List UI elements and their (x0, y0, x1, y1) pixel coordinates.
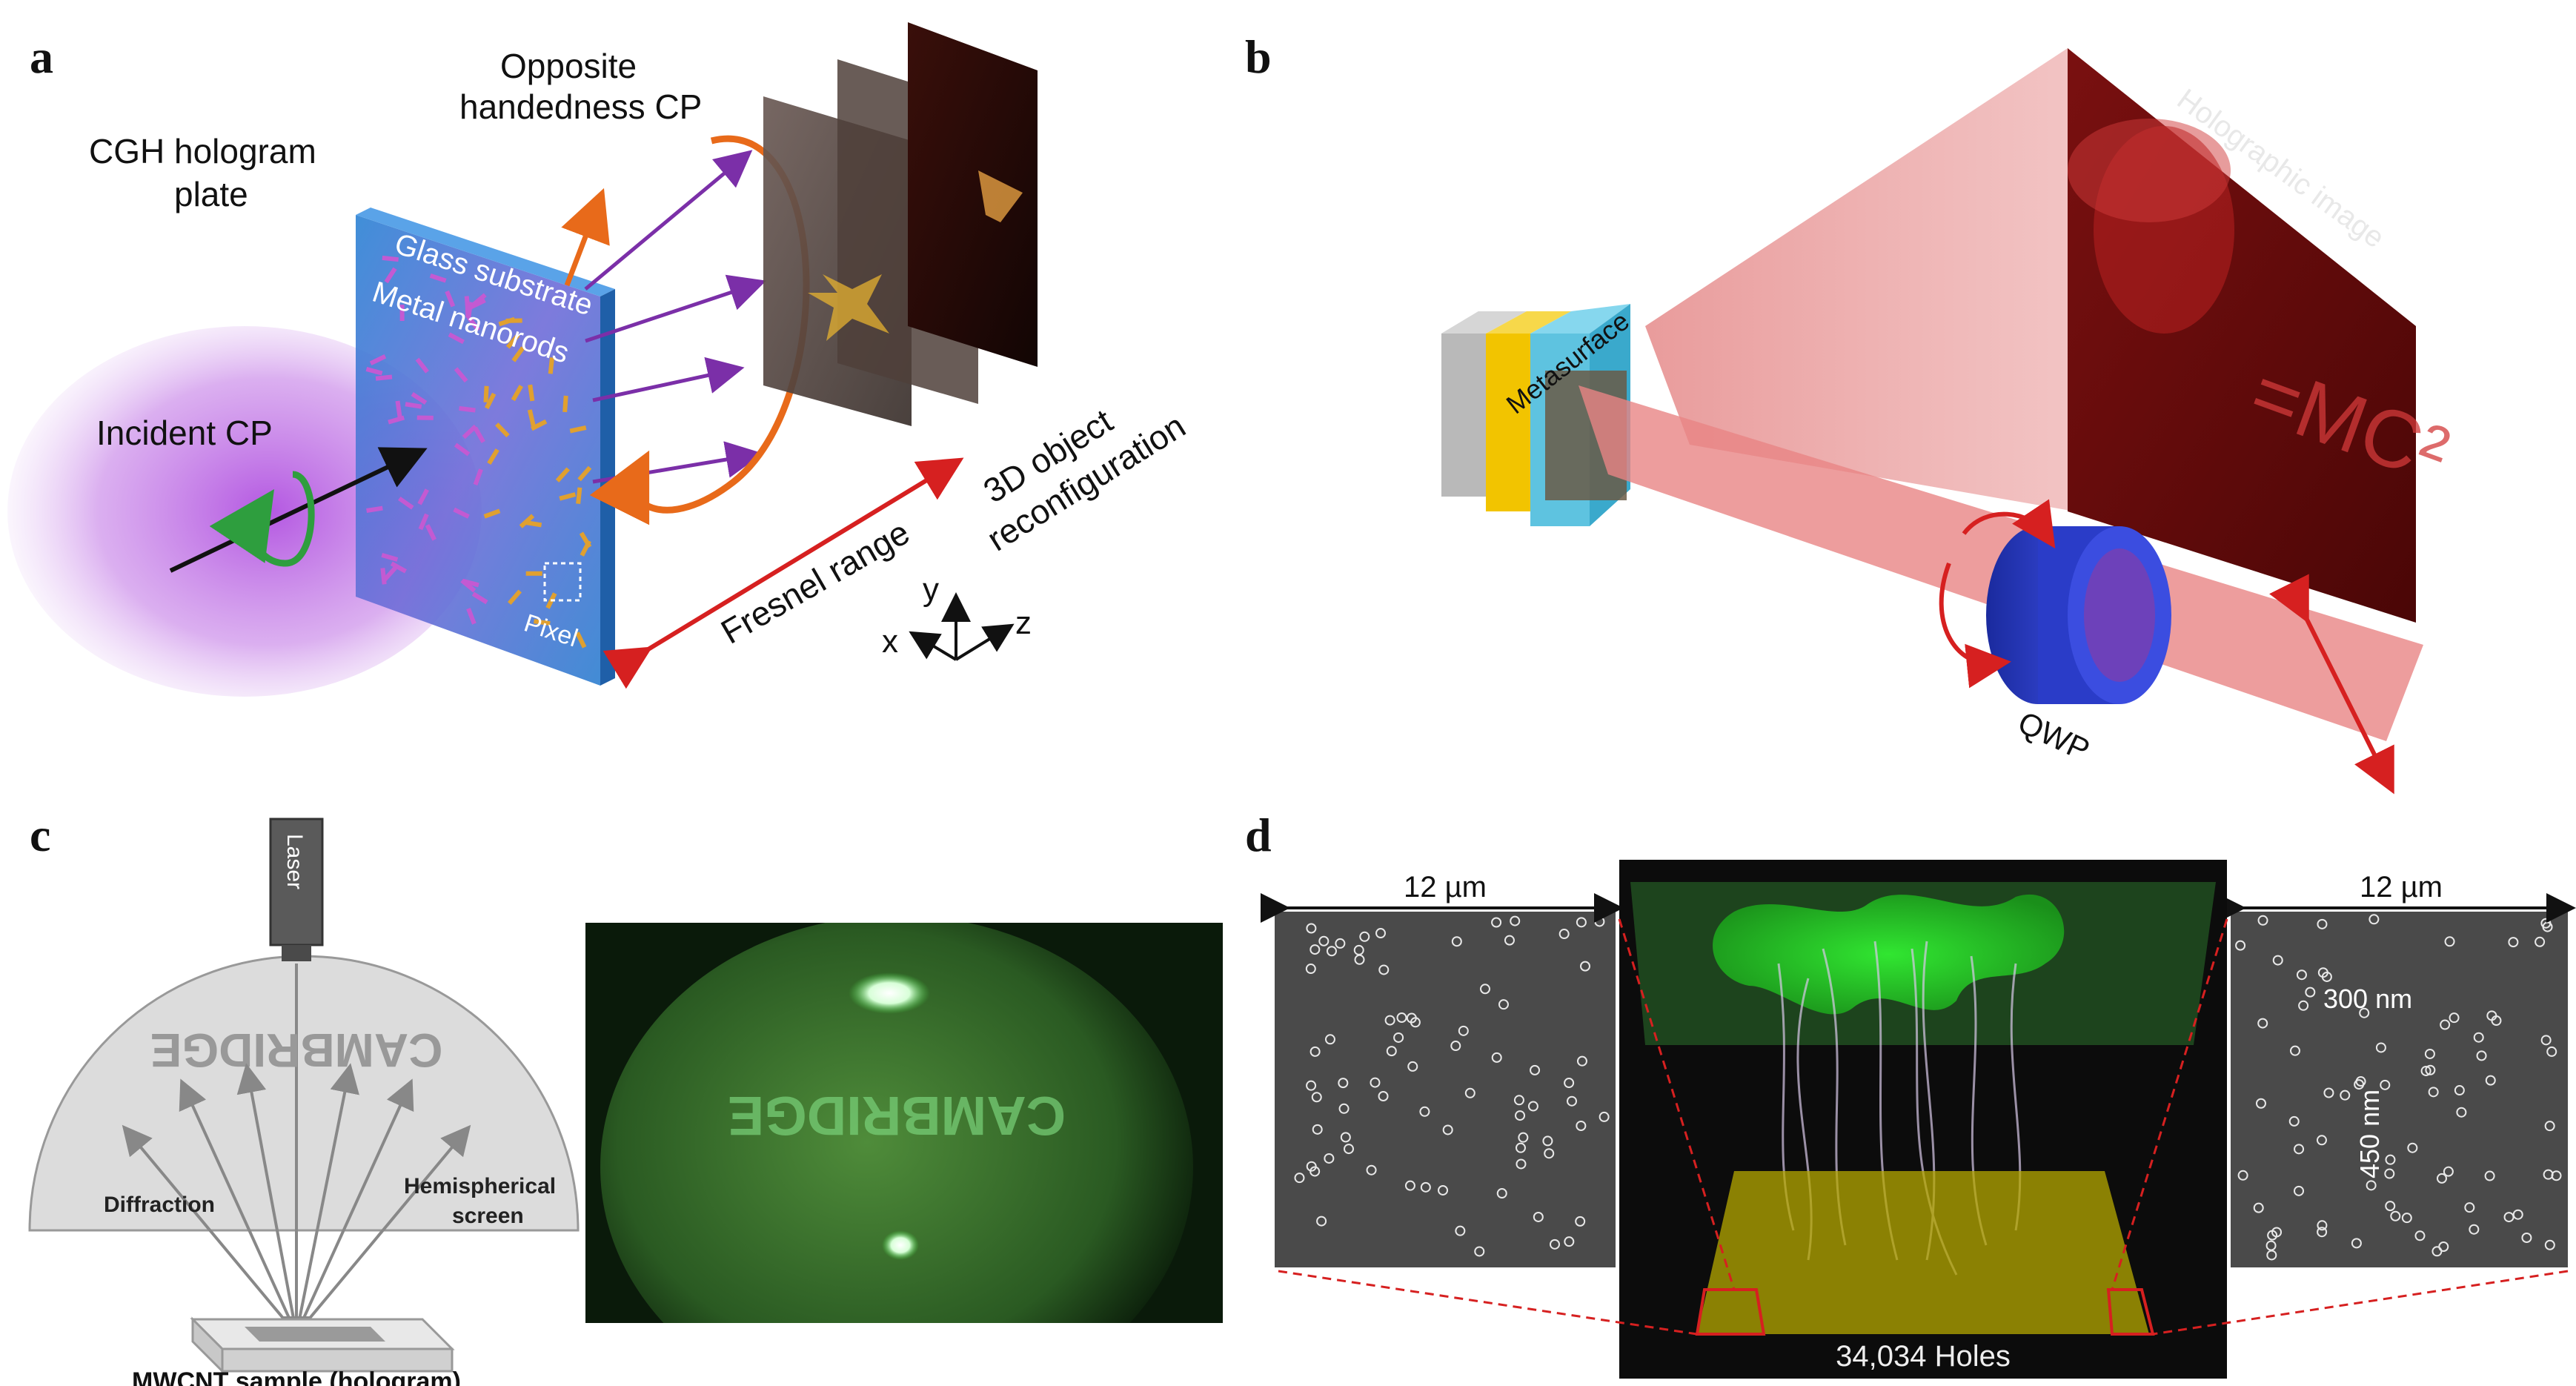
fresnel-range-arrow (637, 467, 949, 656)
nanorod (417, 416, 434, 420)
hemispherical-line2: screen (452, 1204, 524, 1228)
scale-right-label: 12 µm (2360, 871, 2443, 903)
cambridge-mirrored: CAMBRIDGE (150, 1024, 443, 1077)
opposite-cp-line2: handedness CP (459, 87, 702, 126)
panel-b-diagram: =MC² Holographic image Metasurface QWP (1260, 0, 2576, 800)
cgh-title-line2: plate (174, 175, 248, 213)
laser-label: Laser (282, 834, 307, 889)
incident-cp-label: Incident CP (96, 414, 273, 452)
mwcnt-sample (193, 1319, 452, 1371)
scale-left-label: 12 µm (1404, 871, 1487, 903)
qwp-label: QWP (2013, 705, 2095, 768)
nanorod (526, 571, 542, 576)
opposite-cp-line1: Opposite (500, 47, 637, 85)
holes-count-label: 34,034 Holes (1836, 1340, 2011, 1373)
nanorod (483, 386, 488, 402)
panel-d-overlay: 12 µm 12 µm 34,034 Holes (1260, 815, 2576, 1386)
orange-ray (567, 208, 597, 285)
panel-a-diagram: Glass substrate Metal nanorods Pixel Fre… (0, 0, 1260, 786)
cgh-title-line1: CGH hologram (89, 132, 316, 170)
qwp-plate (1986, 526, 2171, 704)
sample-label: MWCNT sample (hologram) (132, 1367, 461, 1386)
hole-array-plane (1697, 1171, 2149, 1334)
panel-c-diagram: Laser CAMBRIDGE Diffraction Hemispherica… (0, 800, 608, 1386)
reconstruction-planes (763, 22, 1038, 426)
central-render: 34,034 Holes (1619, 860, 2227, 1379)
axis-x-label: x (882, 623, 898, 660)
hemisphere-photo: CAMBRIDGE (585, 923, 1223, 1323)
axis-y-label: y (923, 571, 939, 608)
reflected-spot (882, 1230, 919, 1260)
hemispherical-line1: Hemispherical (404, 1174, 556, 1198)
diffraction-label: Diffraction (104, 1193, 215, 1217)
coordinate-axes (919, 604, 1004, 660)
cambridge-projection: CAMBRIDGE (728, 1085, 1066, 1147)
axis-z-label: z (1015, 605, 1032, 641)
zero-order-spot (849, 972, 930, 1014)
